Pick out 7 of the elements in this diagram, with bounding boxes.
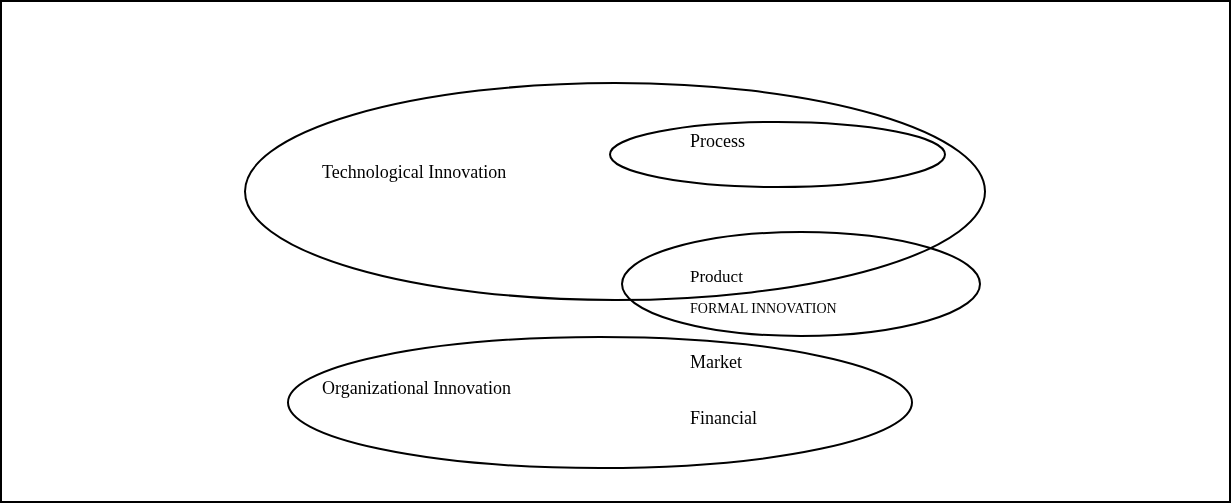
ellipse-label: Market (690, 353, 742, 371)
ellipse-label: Financial (690, 409, 757, 427)
ellipse-label: Organizational Innovation (322, 379, 512, 397)
ellipse-label: Technological Innovation (322, 163, 507, 181)
ellipse-label: Product (690, 268, 743, 286)
ellipse-label: Process (690, 132, 745, 150)
ellipse-label: FORMAL INNOVATION (690, 300, 837, 318)
